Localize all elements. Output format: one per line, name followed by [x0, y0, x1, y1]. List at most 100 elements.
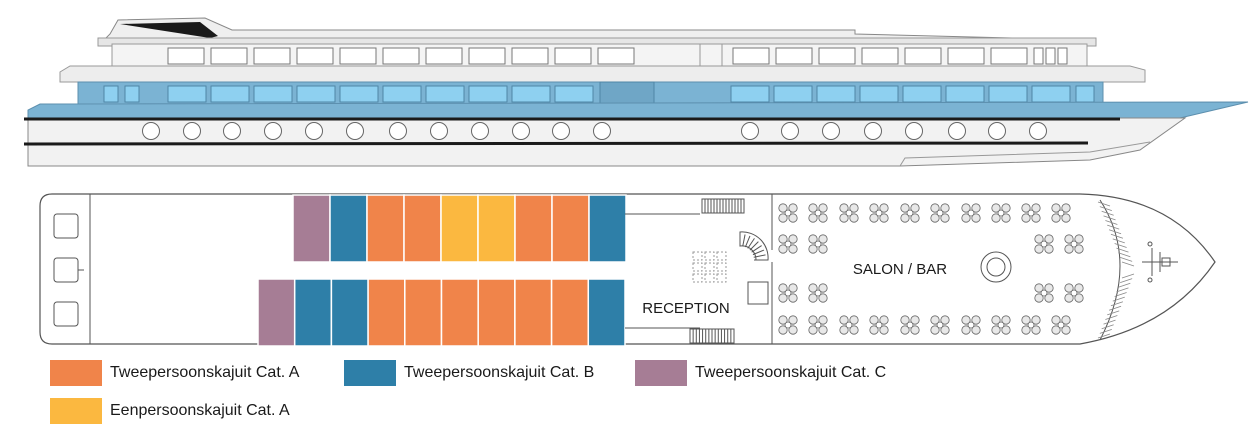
chair	[1061, 213, 1071, 223]
cabin-cat-b-double	[587, 278, 626, 347]
chair	[1031, 203, 1041, 213]
window	[511, 85, 551, 103]
hatch-line	[1099, 206, 1112, 211]
hatch-line	[1108, 305, 1122, 311]
chair	[1034, 283, 1044, 293]
chair	[808, 283, 818, 293]
chair	[910, 315, 920, 325]
legend-swatch-cat-b-double	[344, 360, 396, 386]
hatch-line	[1121, 261, 1135, 267]
chair	[940, 315, 950, 325]
window	[425, 85, 465, 103]
stern-fittings	[53, 213, 84, 327]
chair	[849, 203, 859, 213]
salon-table	[900, 315, 920, 335]
chair	[788, 234, 798, 244]
porthole	[1029, 122, 1047, 140]
salon-table	[930, 315, 950, 335]
chair	[818, 325, 828, 335]
chair	[900, 325, 910, 335]
chair	[869, 213, 879, 223]
ship-deck-plan: RECEPTION SALON / BAR	[23, 17, 1249, 347]
porthole	[142, 122, 160, 140]
chair	[1001, 315, 1011, 325]
chair	[940, 213, 950, 223]
table-top	[936, 209, 944, 217]
chair	[1034, 293, 1044, 303]
window	[167, 47, 205, 65]
chair	[788, 283, 798, 293]
table-top	[845, 209, 853, 217]
salon-table	[778, 203, 798, 223]
staircase-top	[701, 198, 745, 214]
salon-table	[900, 203, 920, 223]
porthole	[822, 122, 840, 140]
spiral-step	[744, 235, 751, 248]
chair	[1021, 325, 1031, 335]
grid-cell	[692, 262, 703, 272]
window	[382, 47, 420, 65]
legend-swatch-cat-c-double	[635, 360, 687, 386]
chair	[839, 315, 849, 325]
chair	[971, 203, 981, 213]
chair	[910, 203, 920, 213]
chair	[869, 325, 879, 335]
spiral-staircase	[739, 231, 769, 261]
legend-label: Eenpersoonskajuit Cat. A	[110, 402, 290, 419]
hatch-line	[1105, 315, 1118, 320]
porthole	[471, 122, 489, 140]
window	[773, 85, 813, 103]
chair	[778, 325, 788, 335]
chair	[1074, 293, 1084, 303]
salon-table	[839, 203, 859, 223]
chair	[788, 244, 798, 254]
window	[210, 85, 250, 103]
porthole	[223, 122, 241, 140]
chair	[818, 213, 828, 223]
door	[699, 43, 723, 67]
salon-table	[778, 283, 798, 303]
cabin-cat-a-double	[367, 278, 406, 347]
window	[861, 47, 899, 65]
chair	[1021, 203, 1031, 213]
chair	[818, 283, 828, 293]
window	[990, 47, 1028, 65]
chair	[808, 293, 818, 303]
spiral-step	[753, 254, 766, 258]
chair	[910, 325, 920, 335]
chair	[971, 213, 981, 223]
ship-side-view	[23, 17, 1249, 167]
promenade-deck	[59, 65, 1146, 83]
table-top	[814, 321, 822, 329]
window	[296, 47, 334, 65]
window	[296, 85, 336, 103]
chair	[879, 325, 889, 335]
salon-table	[778, 234, 798, 254]
table-top	[1040, 240, 1048, 248]
hatch-line	[1118, 252, 1131, 258]
cabin-cat-a-single	[477, 194, 516, 263]
porthole	[781, 122, 799, 140]
legend-item-cat-a-double: Tweepersoonskajuit Cat. A	[50, 360, 299, 386]
chair	[1064, 244, 1074, 254]
window	[732, 47, 770, 65]
bow-hatching	[1097, 201, 1135, 339]
window	[1075, 85, 1095, 103]
chair	[940, 325, 950, 335]
chair	[1074, 234, 1084, 244]
chair	[930, 213, 940, 223]
salon-table	[869, 315, 889, 335]
chair	[991, 315, 1001, 325]
salon-table	[808, 315, 828, 335]
window	[1057, 47, 1068, 65]
chair	[961, 203, 971, 213]
chair	[930, 325, 940, 335]
spiral-step	[751, 245, 762, 253]
hatch-line	[1097, 333, 1111, 339]
spiral-step	[752, 249, 765, 256]
porthole	[264, 122, 282, 140]
cabin-cat-b-double	[588, 194, 627, 263]
table-top	[875, 209, 883, 217]
salon-table	[1064, 283, 1084, 303]
window	[339, 85, 379, 103]
